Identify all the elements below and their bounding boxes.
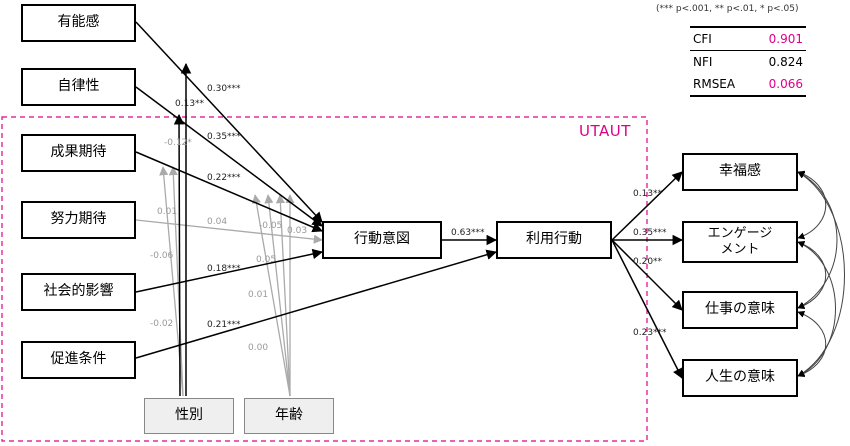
coef-competence: 0.30***	[207, 84, 241, 94]
path-gender-effort	[168, 166, 184, 397]
fit-value-cfi: 0.901	[768, 32, 803, 46]
construct-competence: 有能感	[21, 4, 136, 42]
covariance-arcs	[797, 170, 845, 378]
fit-row-nfi: NFI 0.824	[690, 51, 806, 73]
fit-value-rmsea: 0.066	[768, 77, 803, 91]
coef-gender-competence: 0.13**	[175, 99, 205, 109]
path-competence-intention	[135, 21, 323, 223]
coef-usage-happiness: 0.13**	[633, 189, 663, 199]
construct-facilitating-conditions: 促進条件	[21, 341, 136, 379]
utaut-group-border	[1, 116, 648, 442]
construct-effort-expectancy: 努力期待	[21, 201, 136, 239]
fit-value-nfi: 0.824	[768, 55, 803, 69]
path-usage-meaning-work	[611, 239, 683, 311]
coef-age-social: 0.01	[248, 290, 269, 300]
main-paths	[135, 21, 684, 397]
outcome-meaning-of-life: 人生の意味	[682, 359, 798, 397]
path-usage-happiness	[611, 171, 683, 241]
path-usage-meaning-life	[611, 239, 683, 379]
moderator-gender: 性別	[144, 398, 234, 434]
fit-name-cfi: CFI	[693, 32, 712, 46]
coef-gender-autonomy: -0.12*	[164, 138, 192, 148]
path-facilitating-usage	[135, 249, 498, 359]
coef-autonomy: 0.35***	[207, 132, 241, 142]
path-age-mod-2	[264, 194, 291, 397]
construct-performance-expectancy: 成果期待	[21, 134, 136, 172]
coef-age-effort: 0.05	[256, 255, 277, 265]
path-effort-intention	[135, 219, 323, 244]
construct-use-behavior: 利用行動	[496, 221, 612, 259]
coef-age-performance-b: 0.03	[287, 226, 308, 236]
coef-intention-usage: 0.63***	[451, 228, 485, 238]
coef-age-facilitating: 0.00	[248, 343, 269, 353]
moderator-paths	[135, 166, 323, 397]
fit-name-nfi: NFI	[693, 55, 713, 69]
coef-gender-effort: -0.06	[150, 251, 174, 261]
outcome-happiness: 幸福感	[682, 153, 798, 191]
path-performance-intention	[135, 151, 323, 233]
fit-name-rmsea: RMSEA	[693, 77, 736, 91]
path-social-intention	[135, 248, 324, 293]
outcome-meaning-of-work: 仕事の意味	[682, 291, 798, 329]
coef-age-performance: -0.05	[259, 221, 283, 231]
construct-behavioral-intention: 行動意図	[322, 221, 442, 259]
coef-gender-social: -0.02	[150, 319, 174, 329]
significance-note: (*** p<.001, ** p<.01, * p<.05)	[656, 4, 799, 14]
coef-facilitating: 0.21***	[207, 320, 241, 330]
coef-effort: 0.04	[207, 217, 228, 227]
path-gender-autonomy	[173, 113, 185, 397]
path-autonomy-intention	[135, 86, 323, 227]
coef-gender-performance: 0.01	[157, 207, 178, 217]
coef-performance: 0.22***	[207, 173, 241, 183]
coef-usage-meaning-work: 0.20**	[633, 257, 663, 267]
coef-usage-meaning-life: 0.23***	[633, 328, 667, 338]
utaut-group-label: UTAUT	[579, 122, 631, 140]
fit-row-cfi: CFI 0.901	[690, 28, 806, 51]
moderator-age: 年齢	[244, 398, 334, 434]
construct-autonomy: 自律性	[21, 68, 136, 106]
outcome-engagement: エンゲージ メント	[682, 221, 798, 263]
path-age-mod-1	[251, 194, 291, 397]
fit-row-rmsea: RMSEA 0.066	[690, 73, 806, 95]
coef-social: 0.18***	[207, 264, 241, 274]
coef-usage-engagement: 0.35***	[633, 228, 667, 238]
fit-indices-table: CFI 0.901 NFI 0.824 RMSEA 0.066	[690, 26, 806, 97]
construct-social-influence: 社会的影響	[21, 273, 136, 311]
path-age-mod-3	[275, 194, 291, 397]
